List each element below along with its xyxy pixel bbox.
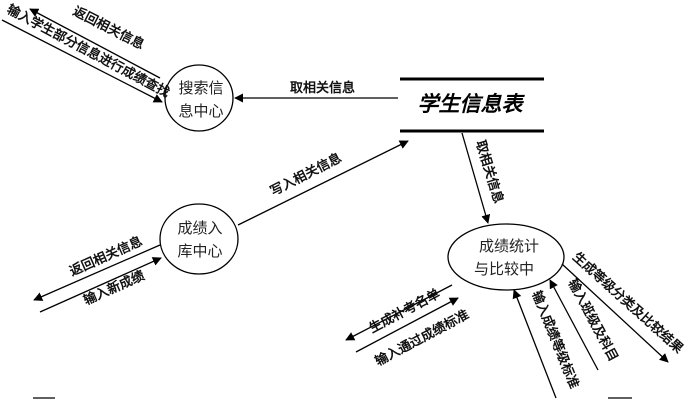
process-entry-center: 成绩入 库中心: [159, 203, 239, 275]
flow-stats-grade-standard: 输入成绩等级标准: [512, 289, 582, 399]
process-search-line2: 息中心: [178, 102, 223, 120]
store-label: 学生信息表: [418, 92, 526, 116]
data-store-student-info: 学生信息表: [400, 77, 544, 133]
process-entry-line2: 库中心: [177, 242, 222, 260]
process-entry-line1: 成绩入: [177, 219, 222, 237]
process-search-line1: 搜索信: [178, 79, 223, 97]
process-stats-center: 成绩统计 与比较中: [447, 223, 565, 291]
flow-entry-write: 写入相关信息: [237, 140, 409, 226]
flow-search-take-label: 取相关信息: [290, 80, 355, 96]
flow-search-return: 返回相关信息: [29, 3, 161, 79]
flow-stats-grade-standard-label: 输入成绩等级标准: [528, 289, 582, 391]
flow-search-take: 取相关信息: [234, 80, 398, 103]
process-stats-line2: 与比较中: [474, 260, 534, 278]
process-stats-line1: 成绩统计: [479, 237, 539, 255]
flow-entry-input-label: 输入新成绩: [81, 268, 147, 309]
process-search-center: 搜索信 息中心: [164, 64, 234, 132]
flow-stats-take-label: 取相关信息: [472, 138, 506, 205]
flow-stats-take: 取相关信息: [461, 132, 506, 224]
